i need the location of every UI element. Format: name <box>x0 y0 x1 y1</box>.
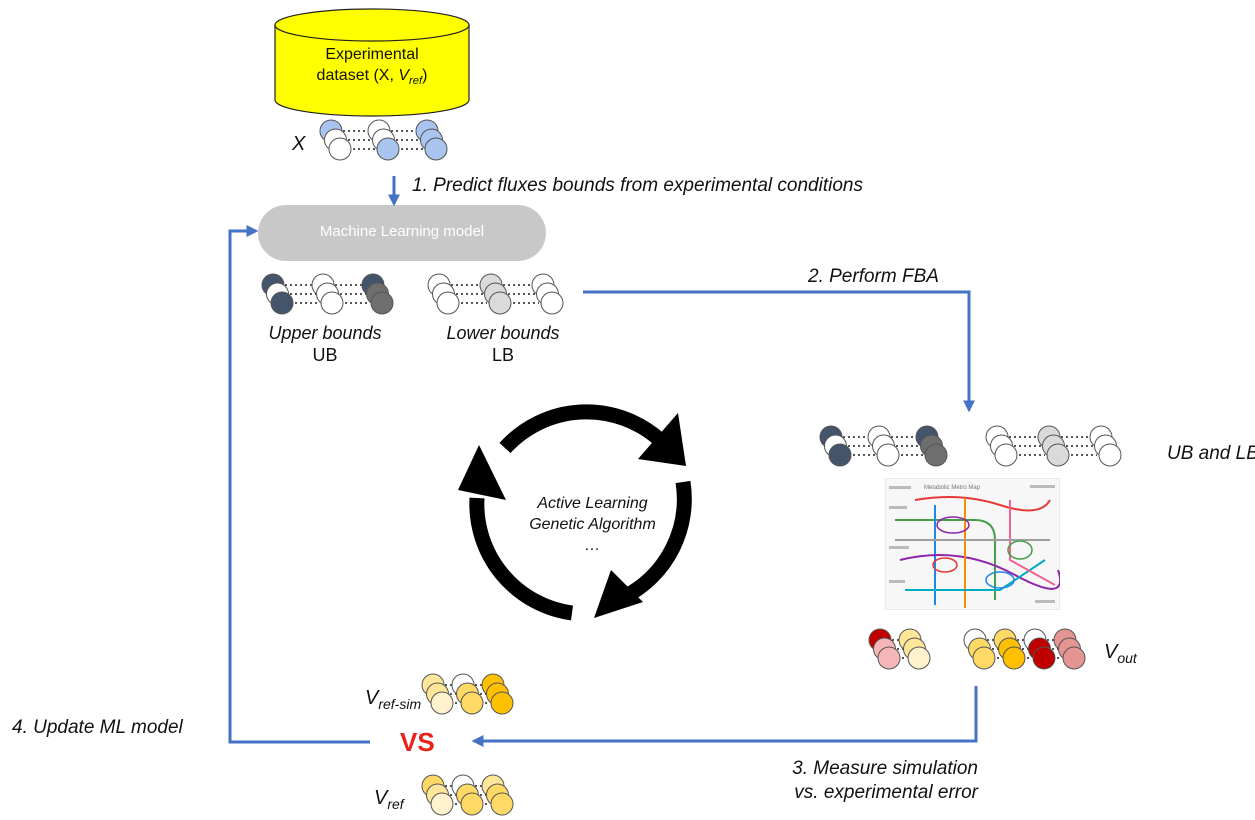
cycle-label-line3: … <box>584 537 601 554</box>
bead <box>270 291 294 315</box>
step2-label: 2. Perform FBA <box>808 266 939 287</box>
metabolic-metro-map: Metabolic Metro Map <box>885 478 1060 610</box>
bead <box>1062 646 1086 670</box>
step3-label-line2: vs. experimental error <box>794 782 978 803</box>
v-ref-label: Vref <box>374 787 404 812</box>
cycle-arrows <box>458 404 692 621</box>
bead <box>320 291 344 315</box>
ub-lb-label: UB and LB <box>1167 443 1255 464</box>
bead <box>994 443 1018 467</box>
bead <box>877 646 901 670</box>
bead <box>424 137 448 161</box>
bead <box>907 646 931 670</box>
dataset-label-line2: dataset (X, Vref) <box>316 67 428 88</box>
beads-x <box>319 119 448 161</box>
x-label: X <box>292 133 306 155</box>
beads-ub <box>819 425 948 467</box>
experimental-dataset-cylinder <box>274 8 470 117</box>
bead <box>540 291 564 315</box>
beads-lb <box>985 425 1122 467</box>
v-out-label: Vout <box>1104 641 1137 666</box>
bead <box>328 137 352 161</box>
beads-vref <box>421 774 514 816</box>
bead <box>1032 646 1056 670</box>
bead <box>430 691 454 715</box>
upper-bounds-abbrev: UB <box>312 345 338 365</box>
dataset-label: Experimental dataset (X, Vref) <box>275 44 469 92</box>
beads-lower <box>427 273 564 315</box>
bead <box>376 137 400 161</box>
arrow-step2 <box>583 290 975 413</box>
bead <box>1046 443 1070 467</box>
arrow-step3 <box>471 686 978 747</box>
beads-vout-a <box>868 628 931 670</box>
bead <box>1002 646 1026 670</box>
cycle-label-line1: Active Learning <box>537 495 648 512</box>
bead <box>876 443 900 467</box>
step3-label: 3. Measure simulation vs. experimental e… <box>720 757 978 805</box>
bead <box>490 691 514 715</box>
step4-label: 4. Update ML model <box>12 717 183 738</box>
bead <box>460 691 484 715</box>
lower-bounds-label: Lower bounds LB <box>433 322 573 366</box>
bead <box>460 792 484 816</box>
step3-label-line1: 3. Measure simulation <box>792 758 978 779</box>
ml-model-box <box>258 205 546 261</box>
bead <box>430 792 454 816</box>
dataset-label-line1: Experimental <box>325 46 419 63</box>
metro-map-title: Metabolic Metro Map <box>924 485 981 491</box>
bead <box>924 443 948 467</box>
bead <box>436 291 460 315</box>
arrow-step4 <box>228 225 370 744</box>
bead-clusters <box>261 119 1122 816</box>
bead <box>488 291 512 315</box>
bead <box>1098 443 1122 467</box>
cycle-label: Active Learning Genetic Algorithm … <box>490 493 695 556</box>
bead <box>490 792 514 816</box>
cycle-label-line2: Genetic Algorithm <box>529 516 656 533</box>
bead <box>370 291 394 315</box>
step1-label: 1. Predict fluxes bounds from experiment… <box>412 175 863 196</box>
vs-label: VS <box>400 727 435 757</box>
beads-vrefsim <box>421 673 514 715</box>
bead <box>972 646 996 670</box>
beads-vout-b <box>963 628 1086 670</box>
beads-upper <box>261 273 394 315</box>
upper-bounds-label: Upper bounds UB <box>260 322 390 366</box>
flow-arrows <box>228 176 978 747</box>
bead <box>828 443 852 467</box>
lower-bounds-abbrev: LB <box>491 345 515 365</box>
lower-bounds-title: Lower bounds <box>446 323 560 343</box>
ml-model-label: Machine Learning model <box>319 223 485 240</box>
v-ref-sim-label: Vref-sim <box>365 687 422 712</box>
upper-bounds-title: Upper bounds <box>268 323 382 343</box>
